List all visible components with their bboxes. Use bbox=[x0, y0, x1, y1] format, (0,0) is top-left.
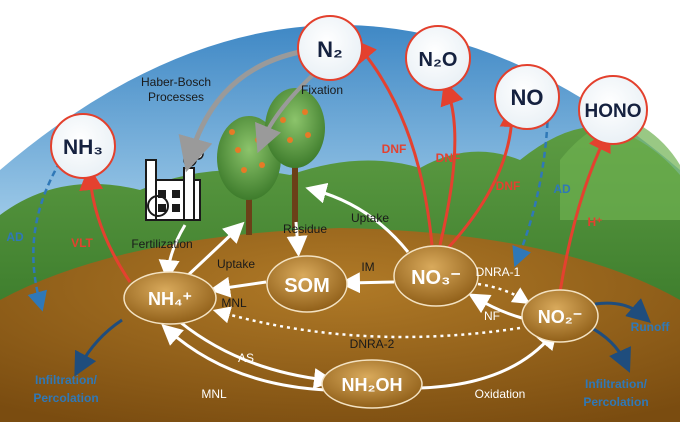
dnf-n2-arrow bbox=[352, 38, 434, 246]
label-im: IM bbox=[361, 260, 374, 274]
gas-nh3: NH₃ bbox=[50, 113, 116, 179]
label-uptake-right: Uptake bbox=[351, 211, 389, 225]
im-arrow bbox=[339, 272, 395, 294]
mnl-bottom-arrow bbox=[161, 324, 327, 392]
gas-no-label: NO bbox=[511, 85, 544, 110]
as-arrow bbox=[179, 320, 335, 390]
label-dnf-2: DNF bbox=[436, 151, 461, 165]
label-mnl-bottom: MNL bbox=[201, 387, 227, 401]
gas-nh3-label: NH₃ bbox=[63, 136, 103, 159]
dnf-no-arrow bbox=[446, 103, 524, 250]
label-dnra2: DNRA-2 bbox=[350, 337, 395, 351]
residue-arrow bbox=[286, 221, 308, 257]
label-haber-bosch-line2: Processes bbox=[148, 90, 204, 104]
gas-n2-label: N₂ bbox=[317, 37, 343, 62]
oxidation-arrow bbox=[419, 328, 558, 390]
fixation-arrow bbox=[255, 68, 320, 154]
gas-n2o-label: N₂O bbox=[419, 49, 458, 71]
dnf-n2o-arrow bbox=[438, 80, 464, 246]
mnl-top-arrow bbox=[209, 276, 267, 298]
gas-hono: HONO bbox=[578, 75, 648, 145]
infiltration-left-arrow bbox=[74, 318, 123, 377]
label-infiltration-left-line1: Infiltration/ bbox=[35, 373, 98, 387]
vlt-nh3-arrow bbox=[79, 166, 132, 283]
haber-bosch-arrow bbox=[178, 49, 301, 173]
label-infiltration-right-line1: Infiltration/ bbox=[585, 377, 648, 391]
gas-n2: N₂ bbox=[297, 15, 363, 81]
ad-left-arrow bbox=[27, 161, 62, 312]
label-nf: NF bbox=[484, 309, 500, 323]
node-som: SOM bbox=[266, 255, 348, 313]
label-uptake-left: Uptake bbox=[217, 257, 255, 271]
runoff-arrow bbox=[594, 298, 652, 323]
gas-n2o: N₂O bbox=[405, 25, 471, 91]
node-nh2oh: NH₂OH bbox=[321, 359, 423, 409]
ad-right-arrow bbox=[512, 111, 550, 268]
node-nh4-label: NH₄⁺ bbox=[148, 289, 192, 309]
dnra2-arrow bbox=[212, 306, 521, 339]
node-som-label: SOM bbox=[284, 275, 330, 297]
label-dnra1: DNRA-1 bbox=[476, 265, 521, 279]
label-residue: Residue bbox=[283, 222, 327, 236]
uptake-left-arrow bbox=[183, 221, 245, 280]
label-as: AS bbox=[238, 351, 254, 365]
node-no2-label: NO₂⁻ bbox=[538, 307, 583, 327]
label-haber-bosch-line1: Haber-Bosch bbox=[141, 75, 211, 89]
label-fertilization: Fertilization bbox=[131, 237, 192, 251]
label-vlt: VLT bbox=[71, 236, 93, 250]
gas-no: NO bbox=[494, 64, 560, 130]
node-no2: NO₂⁻ bbox=[521, 289, 599, 343]
label-h-plus: H⁺ bbox=[588, 215, 603, 229]
label-fixation: Fixation bbox=[301, 83, 343, 97]
node-no3-label: NO₃⁻ bbox=[411, 267, 461, 289]
node-nh2oh-label: NH₂OH bbox=[342, 375, 403, 395]
node-nh4: NH₄⁺ bbox=[123, 271, 217, 325]
label-infiltration-left-line2: Percolation bbox=[33, 391, 98, 405]
label-oxidation: Oxidation bbox=[475, 387, 526, 401]
gas-hono-label: HONO bbox=[585, 101, 642, 122]
label-ad-left: AD bbox=[6, 230, 24, 244]
uptake-right-arrow bbox=[305, 182, 410, 253]
label-dnf-1: DNF bbox=[382, 142, 407, 156]
h-plus-hono-arrow bbox=[558, 127, 611, 293]
node-no3: NO₃⁻ bbox=[393, 245, 479, 307]
label-runoff: Runoff bbox=[631, 320, 671, 334]
label-infiltration-right-line2: Percolation bbox=[583, 395, 648, 409]
label-ad-right: AD bbox=[553, 182, 571, 196]
fertilization-arrow bbox=[158, 224, 187, 281]
label-mnl-top: MNL bbox=[221, 296, 247, 310]
nf-arrow bbox=[468, 293, 523, 320]
label-dnf-3: DNF bbox=[496, 179, 521, 193]
